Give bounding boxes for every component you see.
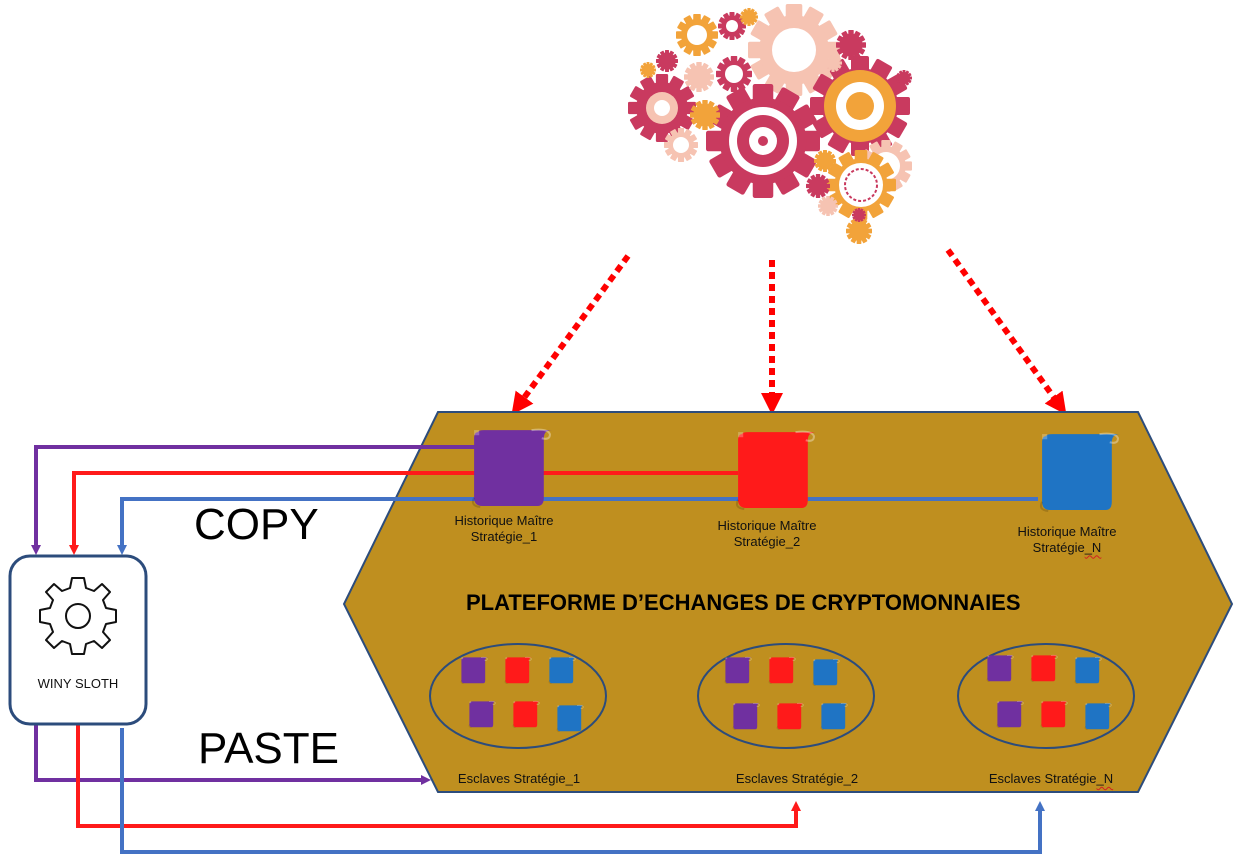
copy-line-blue [117,497,1038,555]
copy-label: COPY [194,500,319,549]
slave-label-3: Esclaves Stratégie_N [988,771,1114,786]
paste-line-purple [34,724,431,785]
master-label-1: Historique Maître Stratégie_1 [454,513,554,544]
copy-line-purple [31,445,476,555]
slave-label-2: Esclaves Stratégie_2 [735,771,859,786]
dotted-arrow-3 [945,248,1067,415]
master-scroll-1 [471,428,552,508]
gear-icon [39,577,117,655]
paste-line-blue [120,728,1045,854]
slave-group-2 [697,643,875,749]
dotted-arrow-1 [511,254,631,415]
platform-hexagon [342,411,1234,793]
slave-group-1 [429,643,607,749]
master-label-3: Historique Maître Stratégie_N [1017,524,1117,555]
master-label-2: Historique Maître Stratégie_2 [717,518,817,549]
slave-group-3 [957,643,1135,749]
master-scroll-2 [735,430,816,510]
paste-label: PASTE [198,724,340,773]
gears-brain-image [628,4,912,244]
winy-sloth-label: WINY SLOTH [37,676,119,691]
platform-title: PLATEFORME D’ECHANGES DE CRYPTOMONNAIES [466,590,1021,615]
master-scroll-3 [1039,432,1122,512]
paste-line-red [76,724,801,828]
slave-label-1: Esclaves Stratégie_1 [457,771,581,786]
